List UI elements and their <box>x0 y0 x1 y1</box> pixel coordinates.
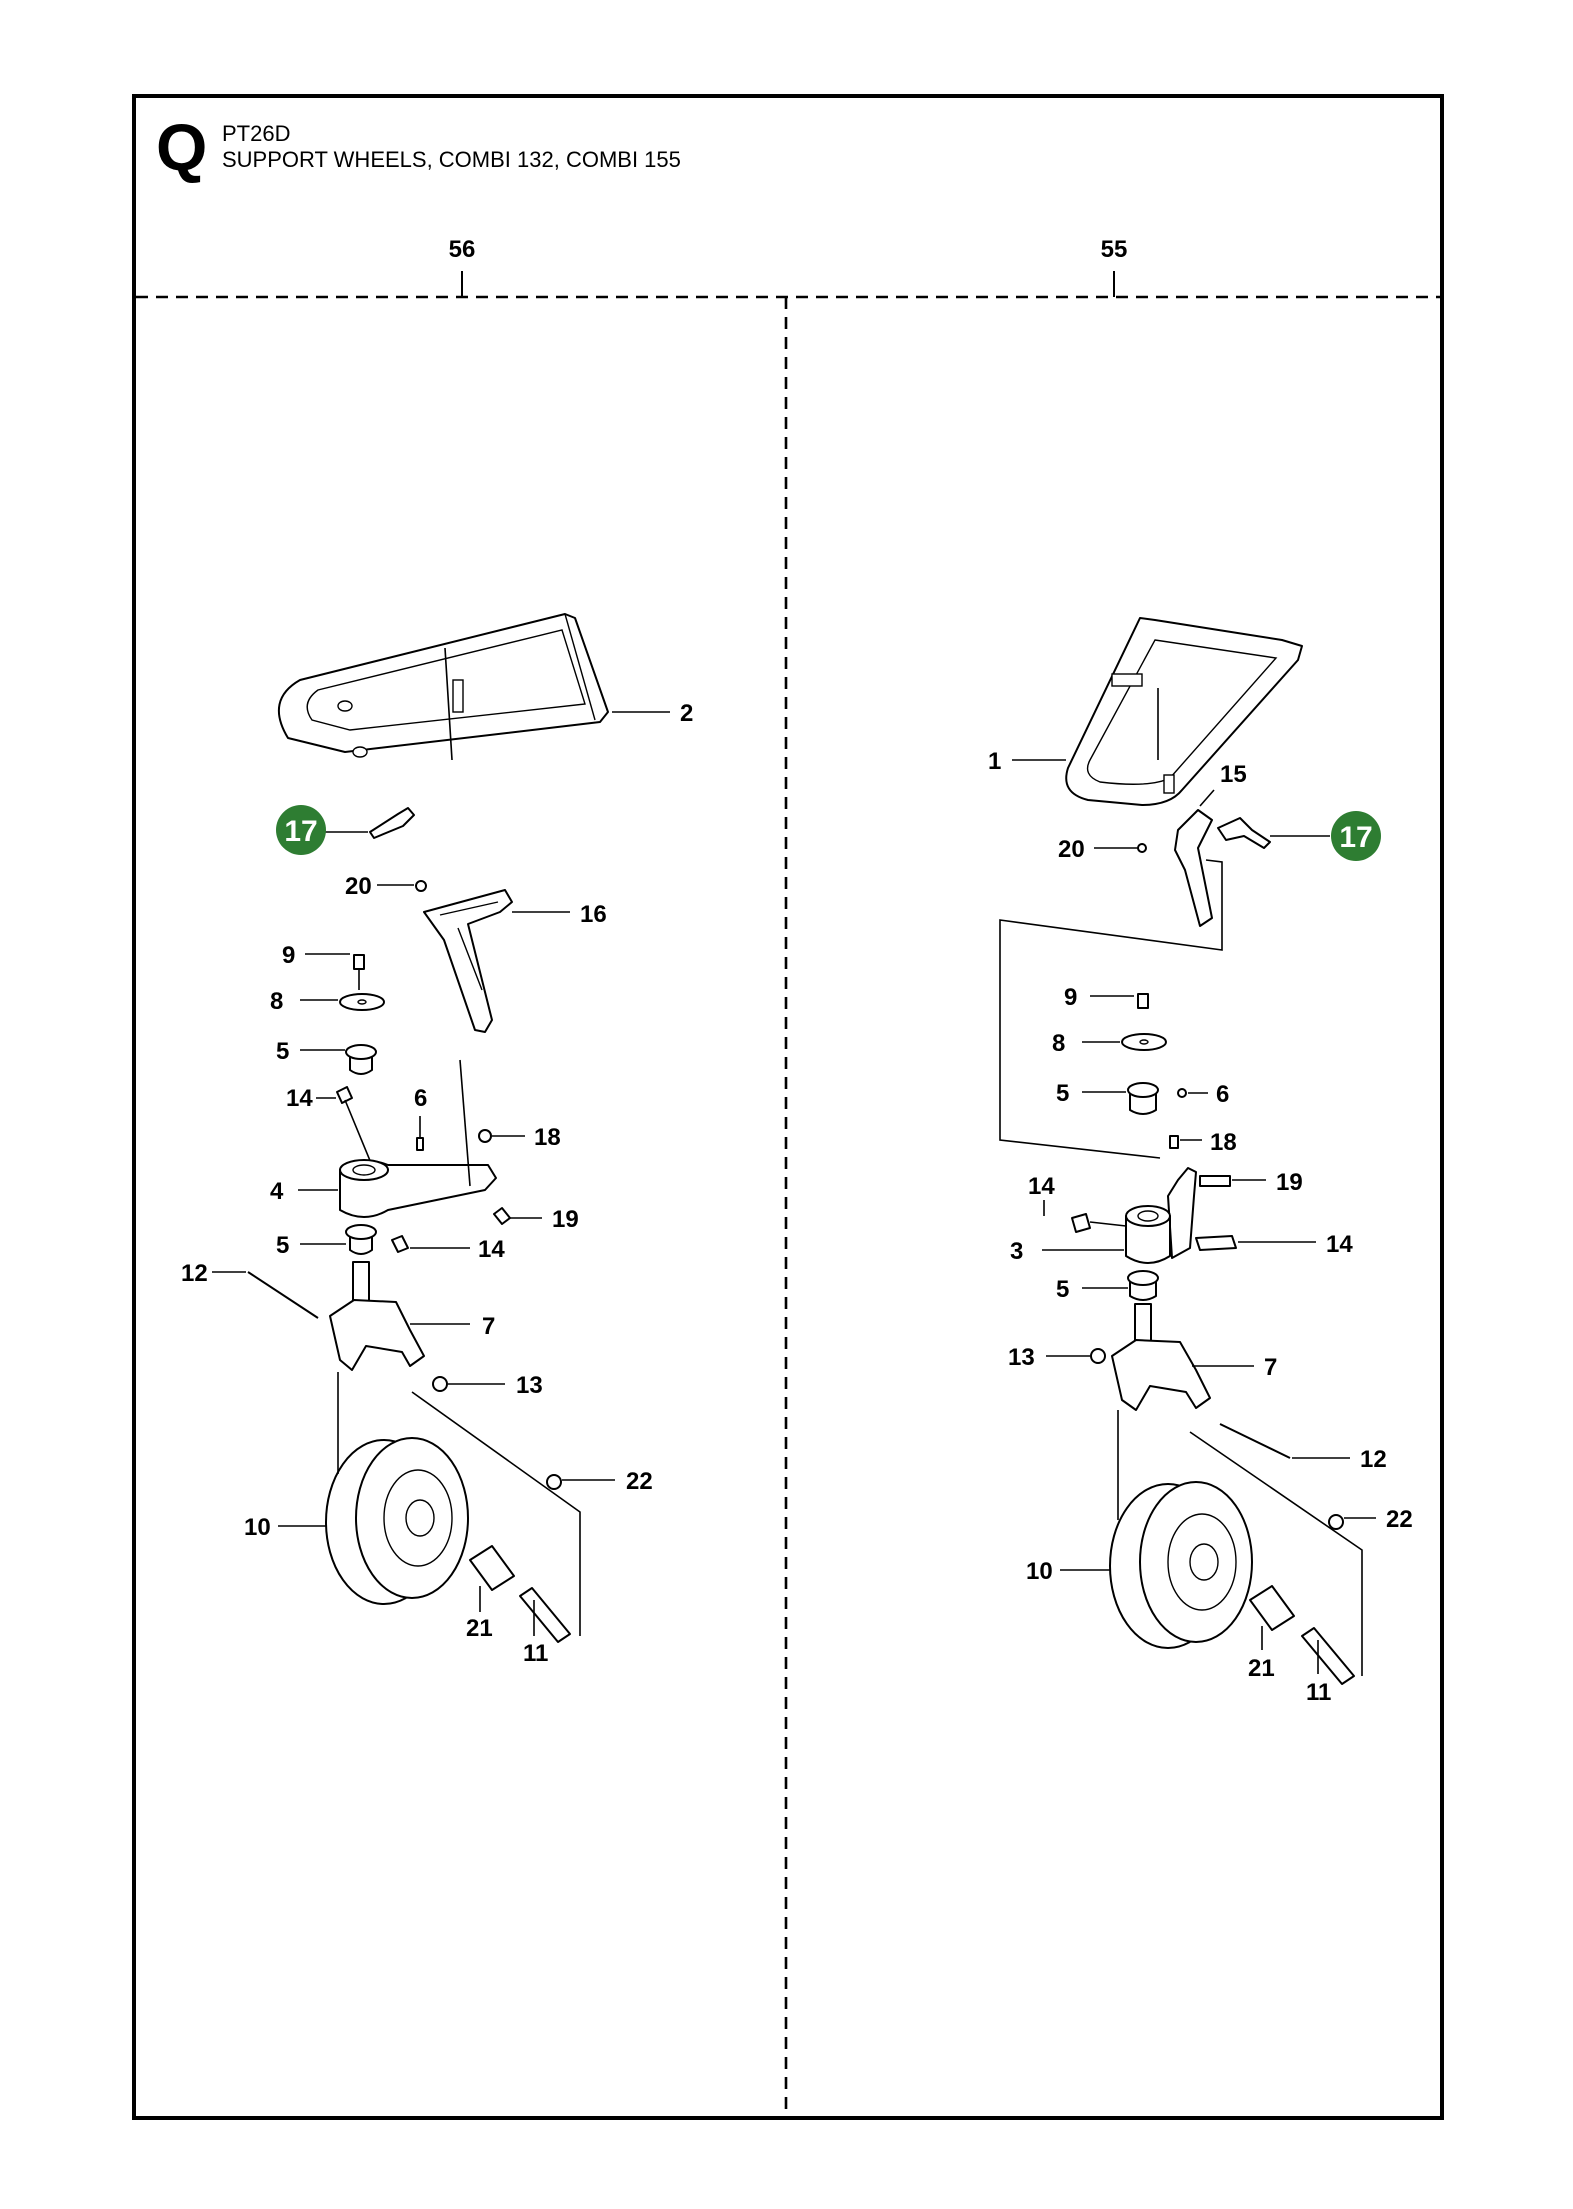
right-label-10: 10 <box>1026 1558 1053 1585</box>
left-label-10: 10 <box>244 1514 271 1541</box>
left-labels: 2 20 16 9 8 5 14 6 18 4 19 5 14 12 7 13 … <box>181 700 693 1667</box>
left-wheel-fork <box>329 1261 425 1371</box>
right-label-5a: 5 <box>1056 1080 1069 1107</box>
reference-left: 56 <box>449 236 476 263</box>
left-swivel-arm <box>339 1059 497 1218</box>
right-label-1: 1 <box>988 748 1001 775</box>
left-label-20: 20 <box>345 873 372 900</box>
right-highlight-label: 17 <box>1339 821 1372 854</box>
left-wheel <box>325 1437 469 1605</box>
left-label-13: 13 <box>516 1372 543 1399</box>
right-label-8: 8 <box>1052 1030 1065 1057</box>
right-wheel <box>1109 1481 1253 1649</box>
right-label-12: 12 <box>1360 1446 1387 1473</box>
left-label-8: 8 <box>270 988 283 1015</box>
right-label-19: 19 <box>1276 1169 1303 1196</box>
left-label-2: 2 <box>680 700 693 727</box>
right-assembly <box>999 617 1363 1685</box>
right-label-14b: 14 <box>1326 1231 1353 1258</box>
right-label-5b: 5 <box>1056 1276 1069 1303</box>
right-label-15: 15 <box>1220 761 1247 788</box>
right-label-11: 11 <box>1306 1679 1331 1706</box>
page-title: SUPPORT WHEELS, COMBI 132, COMBI 155 <box>222 147 681 172</box>
right-label-13: 13 <box>1008 1344 1035 1371</box>
left-label-14a: 14 <box>286 1085 313 1112</box>
right-label-21: 21 <box>1248 1655 1275 1682</box>
outer-frame <box>132 94 1444 2120</box>
right-label-18: 18 <box>1210 1129 1237 1156</box>
left-highlight-label: 17 <box>284 815 317 848</box>
left-plate <box>423 889 513 1033</box>
right-bracket <box>1174 809 1213 927</box>
left-handle-frame <box>278 613 609 761</box>
right-highlight-badge <box>1331 811 1381 861</box>
section-letter: Q <box>156 110 207 184</box>
left-label-12: 12 <box>181 1260 208 1287</box>
left-label-14b: 14 <box>478 1236 505 1263</box>
left-label-4: 4 <box>270 1178 284 1205</box>
left-highlight-badge <box>276 805 326 855</box>
right-label-3: 3 <box>1010 1238 1023 1265</box>
right-label-22: 22 <box>1386 1506 1413 1533</box>
left-label-18: 18 <box>534 1124 561 1151</box>
left-label-19: 19 <box>552 1206 579 1233</box>
right-wheel-fork <box>1111 1303 1211 1411</box>
left-label-6: 6 <box>414 1085 427 1112</box>
left-label-21: 21 <box>466 1615 493 1642</box>
right-label-6: 6 <box>1216 1081 1229 1108</box>
right-label-9: 9 <box>1064 984 1077 1011</box>
left-label-22: 22 <box>626 1468 653 1495</box>
right-label-14a: 14 <box>1028 1173 1055 1200</box>
right-handle-frame <box>1065 617 1303 806</box>
left-label-7: 7 <box>482 1313 495 1340</box>
left-label-9: 9 <box>282 942 295 969</box>
left-assembly <box>247 613 609 1643</box>
left-label-11: 11 <box>523 1640 548 1667</box>
left-label-16: 16 <box>580 901 607 928</box>
right-label-7: 7 <box>1264 1354 1277 1381</box>
left-label-5b: 5 <box>276 1232 289 1259</box>
right-swivel-arm <box>1125 1167 1197 1264</box>
right-labels: 1 15 20 9 8 6 5 18 19 14 14 3 5 13 7 12 … <box>988 748 1413 1706</box>
reference-right: 55 <box>1101 236 1128 263</box>
left-label-5a: 5 <box>276 1038 289 1065</box>
model-code: PT26D <box>222 121 290 146</box>
right-label-20: 20 <box>1058 836 1085 863</box>
